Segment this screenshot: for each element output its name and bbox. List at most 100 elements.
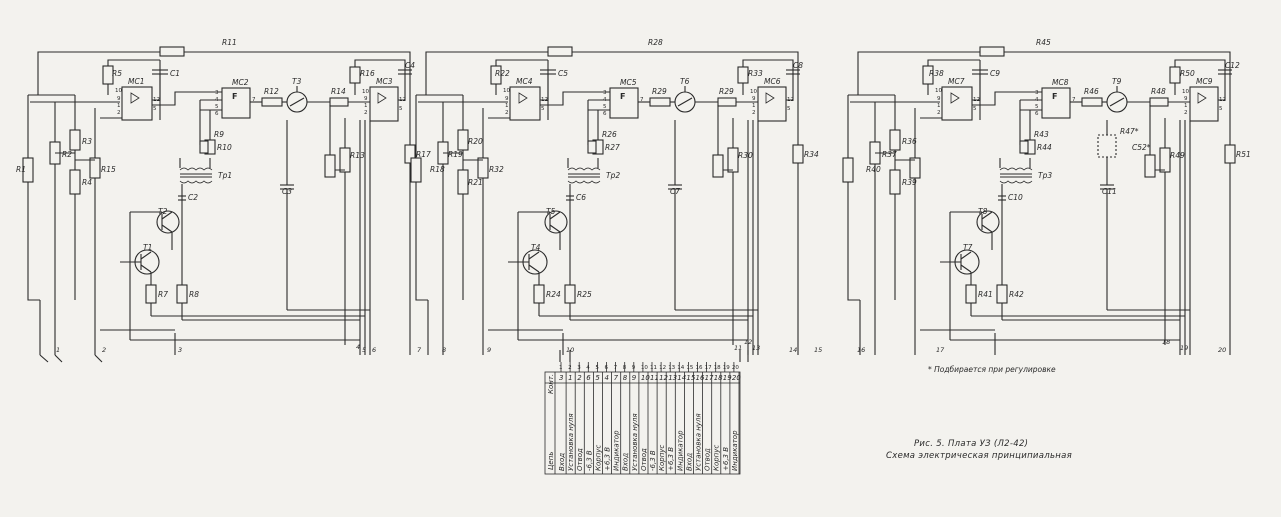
- amplifier-block-3: R45 MC7 MC8 MC9 R38 C9 R50 C12 R46 T9 R4…: [842, 38, 1251, 356]
- capacitor-label: C52*: [1132, 143, 1151, 152]
- table-circuit-label: +6,3 В: [722, 447, 730, 471]
- resistor-label: R13: [350, 151, 365, 160]
- pin-number: 14: [789, 346, 797, 354]
- capacitor-label: C11: [1102, 187, 1117, 196]
- table-contact-number: 18: [714, 374, 723, 382]
- resistor-label: R42: [1009, 290, 1024, 299]
- resistor-label: R46: [1084, 87, 1099, 96]
- table-contact-number: 14: [677, 374, 686, 382]
- table-contact-number: 17: [705, 374, 714, 382]
- capacitor-label: C7: [670, 187, 680, 196]
- resistor-label: R33: [748, 69, 763, 78]
- pin-number: 3: [178, 346, 182, 354]
- capacitor-label: C2: [188, 193, 198, 202]
- capacitor-label: C12: [1225, 61, 1240, 70]
- table-contact-number: 1: [568, 374, 572, 382]
- resistor-label: R44: [1037, 143, 1052, 152]
- pin-number: 12: [744, 338, 752, 346]
- table-circuit-label: Корпус: [658, 445, 666, 471]
- resistor-label: R48: [1151, 87, 1166, 96]
- table-circuit-label: Установка нуля: [631, 413, 639, 471]
- table-pin-header: 14: [677, 365, 684, 371]
- table-contact-number: 7: [614, 374, 619, 382]
- transistor-label: T3: [292, 77, 302, 86]
- table-contact-number: 19: [723, 374, 732, 382]
- capacitor-label: C5: [558, 69, 568, 78]
- table-pin-header: 20: [732, 365, 739, 371]
- table-row-header: Цепь: [547, 452, 555, 470]
- table-contact-number: 6: [586, 374, 591, 382]
- table-circuit-label: +6,3 В: [604, 447, 612, 471]
- resistor-label: R17: [416, 150, 431, 159]
- table-pin-header: 19: [723, 365, 730, 371]
- resistor-label: R10: [217, 143, 232, 152]
- pin-number: 13: [752, 344, 760, 352]
- resistor-label: R27: [605, 143, 620, 152]
- capacitor-label: C6: [576, 193, 586, 202]
- amplifier-block-1: R11 MC1 MC2 MC3 R5 C1 R16 C4 R12 T3 R14 …: [16, 38, 431, 356]
- transistor-label: T5: [546, 207, 556, 216]
- resistor-label: R18: [430, 165, 445, 174]
- table-circuit-label: Отвод: [640, 448, 648, 471]
- feedback-resistor-label: R28: [648, 38, 663, 47]
- table-contact-number: 13: [668, 374, 677, 382]
- table-pin-header: 10: [641, 365, 648, 371]
- resistor-label: R47*: [1120, 127, 1139, 136]
- resistor-label: R4: [82, 178, 92, 187]
- resistor-label: R30: [738, 151, 753, 160]
- pin-number: 8: [442, 346, 446, 354]
- table-contact-number: 15: [686, 374, 695, 382]
- transformer-label: Tp3: [1038, 171, 1052, 180]
- resistor-label: R50: [1180, 69, 1195, 78]
- pin-number: 4: [356, 343, 360, 351]
- resistor-label: R51: [1236, 150, 1251, 159]
- ic-label: MC3: [376, 77, 393, 86]
- pin-number: 15: [814, 346, 822, 354]
- pin-number: 20: [1218, 346, 1226, 354]
- resistor-label: R29: [652, 87, 667, 96]
- table-pin-header: 16: [696, 365, 703, 371]
- resistor-label: R24: [546, 290, 561, 299]
- table-pin-header: 15: [686, 365, 693, 371]
- table-pin-header: 18: [714, 365, 721, 371]
- resistor-label: R32: [489, 165, 504, 174]
- table-circuit-label: Отвод: [704, 448, 712, 471]
- table-contact-number: 5: [595, 374, 600, 382]
- table-circuit-label: +6,3 В: [667, 447, 675, 471]
- ic-label: MC5: [620, 78, 637, 87]
- table-contact-number: 12: [659, 374, 668, 382]
- table-circuit-label: Корпус: [594, 445, 602, 471]
- amplifier-block-2: R28 MC4 MC5 MC6 R22 C5 R33 C8 R29 T6 R29…: [410, 38, 819, 356]
- table-col-header: Конт.: [547, 374, 555, 394]
- transistor-label: T2: [158, 207, 168, 216]
- table-circuit-label: Вход: [558, 453, 566, 471]
- figure-caption-subtitle: Схема электрическая принципиальная: [886, 451, 1072, 461]
- table-circuit-label: -6,3 В: [585, 450, 593, 471]
- resistor-label: R43: [1034, 130, 1049, 139]
- resistor-label: R16: [360, 69, 375, 78]
- ic-label: MC4: [516, 77, 533, 86]
- pin-number: 6: [372, 346, 376, 354]
- trim-component-box: [1097, 134, 1117, 158]
- resistor-label: R38: [929, 69, 944, 78]
- ic-label: MC7: [948, 77, 965, 86]
- pin-number: 2: [102, 346, 106, 354]
- resistor-label: R41: [978, 290, 993, 299]
- table-circuit-label: -6,3 В: [649, 450, 657, 471]
- transistor-label: T4: [531, 243, 541, 252]
- resistor-label: R2: [62, 150, 72, 159]
- ic-label: MC1: [128, 77, 144, 86]
- table-contact-number: 2: [577, 374, 582, 382]
- capacitor-label: C9: [990, 69, 1000, 78]
- capacitor-label: C8: [793, 61, 803, 70]
- pin-number: 5: [362, 346, 366, 354]
- table-circuit-label: Индикатор: [613, 430, 621, 471]
- table-circuit-label: Вход: [685, 453, 693, 471]
- transistor-label: T9: [1112, 77, 1122, 86]
- feedback-resistor-label: R11: [222, 38, 237, 47]
- resistor-label: R3: [82, 137, 92, 146]
- resistor-label: R29: [719, 87, 734, 96]
- ic-label: MC8: [1052, 78, 1069, 87]
- figure-caption-title: Рис. 5. Плата УЗ (Л2-42): [914, 439, 1028, 449]
